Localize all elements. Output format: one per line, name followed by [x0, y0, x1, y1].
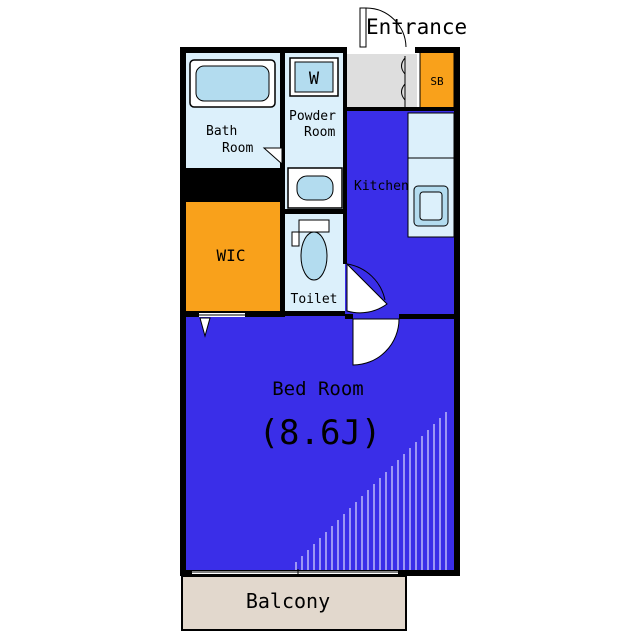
bedroom-label: Bed Room: [272, 378, 364, 400]
toilet-bowl: [291, 219, 330, 281]
entrance-door: [359, 7, 407, 48]
entrance-label: Entrance: [366, 15, 467, 39]
wic-label: WIC: [217, 246, 246, 265]
balcony-label: Balcony: [246, 589, 330, 613]
bathtub: [189, 59, 276, 108]
bath-label-line2: Room: [222, 141, 253, 156]
bath-label-line1: Bath: [206, 124, 237, 139]
wash-basin: [287, 167, 343, 209]
wic-door-swing: [199, 317, 211, 338]
kitchen-door: [352, 318, 400, 366]
kitchen-label: Kitchen: [354, 179, 409, 194]
bath-door: [262, 147, 283, 166]
toilet-label: Toilet: [291, 292, 338, 307]
shoe-box-label: SB: [430, 75, 444, 88]
kitchen-counter: [407, 112, 455, 238]
entrance-floor: [347, 54, 417, 108]
powder-label-line2: Room: [304, 125, 335, 140]
powder-label-line1: Powder: [289, 109, 336, 124]
washer-label: W: [309, 69, 320, 89]
entrance-step: [401, 56, 406, 108]
washer: [289, 57, 339, 97]
bedroom-grille: [295, 412, 447, 570]
walk-in-closet-floor: [185, 202, 280, 311]
toilet-door: [346, 262, 388, 314]
bedroom-size-label: (8.6J): [259, 413, 382, 453]
